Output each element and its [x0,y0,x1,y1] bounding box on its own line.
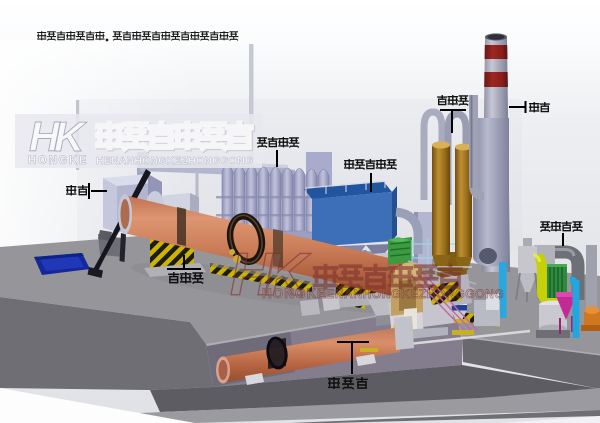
svg-text:HONGKE: HONGKE [28,155,88,167]
svg-text:HONGKE: HONGKE [262,286,327,301]
svg-text:K: K [264,241,311,308]
svg-text:K: K [54,113,87,160]
svg-text:H: H [230,241,275,308]
svg-text:H: H [29,113,61,160]
svg-text:HENANHONGKEZHONGGONG: HENANHONGKEZHONGGONG [317,287,504,301]
svg-text:HENANHONGKEZHONGGONG: HENANHONGKEZHONGGONG [96,155,253,167]
